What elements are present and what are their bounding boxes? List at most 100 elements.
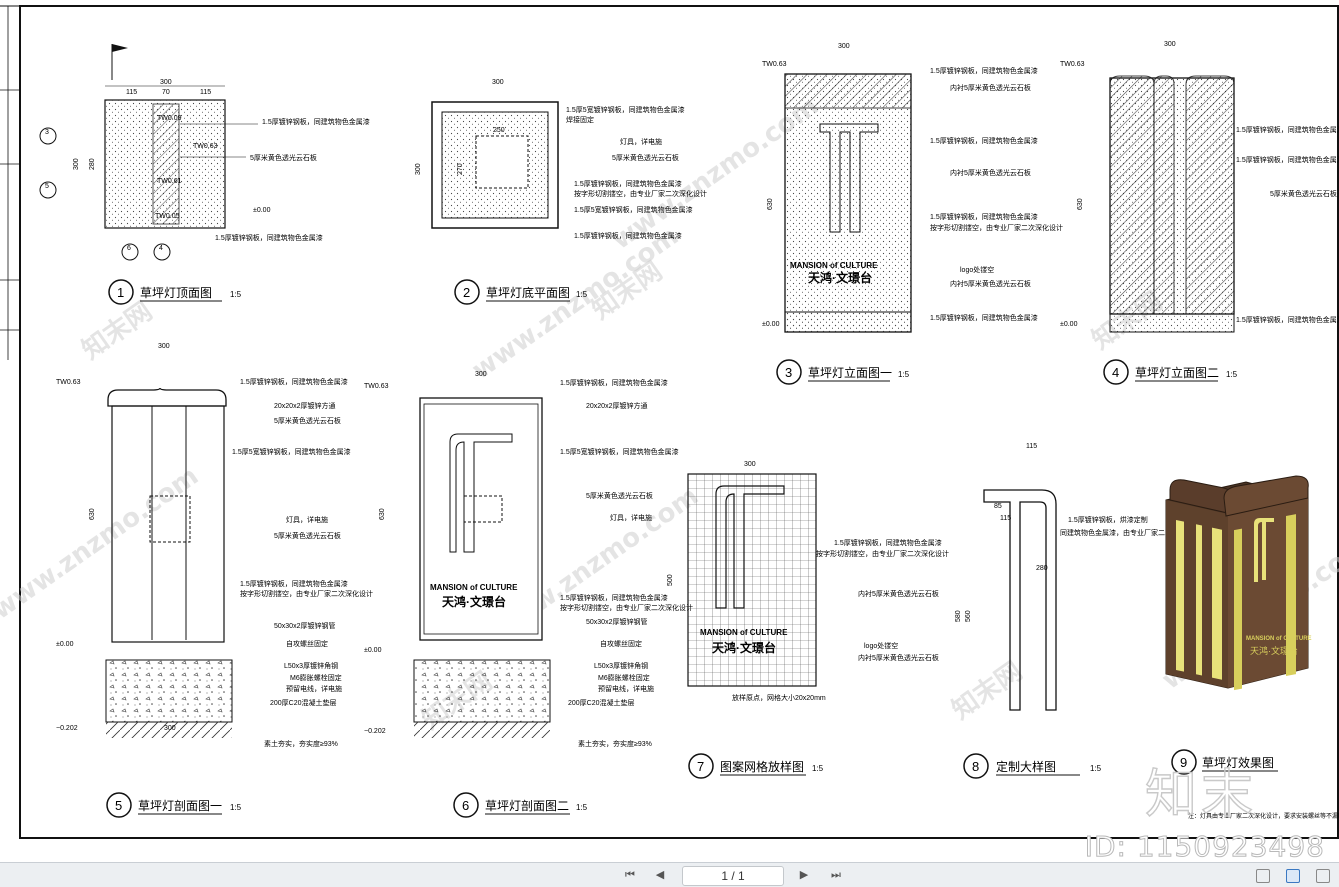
last-page-icon[interactable]: ⏭ <box>831 869 841 881</box>
note-text: 1.5厚5宽镀锌钢板，同建筑物色金属漆 <box>560 447 679 456</box>
fit-page-icon[interactable] <box>1256 869 1270 883</box>
fit-width-icon[interactable] <box>1286 869 1300 883</box>
dim-text: 630 <box>89 508 96 520</box>
note-text: 1.5厚镀锌钢板，同建筑物色金属漆 <box>1236 315 1339 324</box>
logo-text-cn: 天鸿·文璟台 <box>712 640 776 655</box>
note-text: 内衬5厚米黄色透光云石板 <box>950 279 1031 288</box>
svg-text:3: 3 <box>785 365 792 380</box>
note-text: 1.5厚镀锌钢板，同建筑物色金属漆 <box>574 231 682 240</box>
dim-text: 250 <box>493 127 505 134</box>
note-text: 1.5厚镀锌钢板，同建筑物色金属漆 <box>574 179 682 188</box>
note-text: 1.5厚镀锌钢板，同建筑物色金属漆 <box>215 233 323 242</box>
watermark-text: 知末网 <box>77 296 158 365</box>
note-text: 5厚米黄色透光云石板 <box>1270 189 1337 198</box>
title-8: 8 定制大样图 1:5 <box>963 753 1102 779</box>
note-text: 自攻螺丝固定 <box>600 639 642 648</box>
svg-text:5: 5 <box>115 798 122 813</box>
svg-text:1:5: 1:5 <box>898 370 910 379</box>
svg-text:草坪灯剖面图一: 草坪灯剖面图一 <box>138 799 222 813</box>
dim-text: 300 <box>160 79 172 86</box>
level-text: TW0.63 <box>56 379 81 386</box>
note-text: 内衬5厚米黄色透光云石板 <box>858 589 939 598</box>
note-text: 灯具，详电施 <box>286 515 328 524</box>
svg-text:1:5: 1:5 <box>1090 764 1102 773</box>
sheet-border <box>19 5 1339 839</box>
brand-watermark: 知末 <box>1144 764 1258 825</box>
watermark-text: www.znzmo.com <box>0 461 204 626</box>
dim-text: 630 <box>1077 198 1084 210</box>
drawing-8-detail: 115 85 115 280 580 560 1.5厚镀锌钢板，烘漆定制 同建筑… <box>955 443 1200 711</box>
note-text: 1.5厚镀锌钢板，同建筑物色金属漆 <box>930 136 1038 145</box>
svg-text:定制大样图: 定制大样图 <box>996 759 1056 774</box>
next-page-icon[interactable]: ▶ <box>799 869 809 881</box>
note-text: 按字形切割镂空，由专业厂家二次深化设计 <box>574 189 707 198</box>
drawing-1-top-plan: 300 115 70 115 300 280 TW0.09 TW0.63 TW0… <box>39 44 370 261</box>
svg-text:6: 6 <box>127 245 131 252</box>
svg-text:4: 4 <box>1112 365 1119 380</box>
note-text: 素土夯实，夯实度≥93% <box>578 739 652 748</box>
note-text: 1.5厚镀锌钢板，同建筑物色金属漆 <box>240 579 348 588</box>
svg-text:8: 8 <box>972 759 979 774</box>
level-text: ±0.00 <box>253 207 271 214</box>
first-page-icon[interactable]: ⏮ <box>625 869 635 881</box>
dim-text: 580 <box>955 610 962 622</box>
drawing-sheet: 知末网 www.znzmo.com www.znzmo.com 知末网 知末网 … <box>0 5 1339 839</box>
logo-text-en: MANSION of CULTURE <box>790 261 878 270</box>
drawing-3-elevation-1: MANSION of CULTURE 天鸿·文璟台 300 TW0.63 ±0.… <box>762 43 1063 333</box>
note-text: 20x20x2厚镀锌方通 <box>274 401 335 410</box>
note-text: L50x3厚镀锌角钢 <box>284 661 338 670</box>
svg-text:1: 1 <box>117 285 124 300</box>
note-text: 1.5厚5宽镀锌钢板，同建筑物色金属漆 <box>574 205 693 214</box>
note-text: 1.5厚镀锌钢板，同建筑物色金属漆 <box>262 117 370 126</box>
dim-text: 630 <box>379 508 386 520</box>
note-text: 同建筑物色金属漆，由专业厂家二次设计安装 <box>1060 528 1200 537</box>
dim-text: 500 <box>667 574 674 586</box>
svg-text:草坪灯剖面图二: 草坪灯剖面图二 <box>485 799 569 813</box>
logo-text-cn: 天鸿·文璟台 <box>1250 645 1298 656</box>
note-text: 内衬5厚米黄色透光云石板 <box>950 83 1031 92</box>
note-text: 5厚米黄色透光云石板 <box>586 491 653 500</box>
logo-text-cn: 天鸿·文璟台 <box>808 270 872 285</box>
svg-text:5: 5 <box>45 183 49 190</box>
note-text: 1.5厚镀锌钢板，烘漆定制 <box>1068 515 1148 524</box>
dim-text: 115 <box>200 89 211 96</box>
dim-text: 280 <box>1036 565 1048 572</box>
prev-page-icon[interactable]: ◀ <box>655 869 665 881</box>
drawing-9-rendering: MANSION of CULTURE 天鸿·文璟台 <box>1165 475 1312 691</box>
note-text: 1.5厚镀锌钢板，同建筑物色金属漆 <box>930 212 1038 221</box>
level-text: ±0.00 <box>364 647 382 654</box>
note-text: 50x30x2厚镀锌钢管 <box>586 617 647 626</box>
sheet-note: 注：灯具由专业厂家二次深化设计，要求安装螺丝等不漏明 <box>1188 812 1339 820</box>
rotate-icon[interactable] <box>1316 869 1330 883</box>
watermark-text: www.znzmo.com <box>467 221 684 386</box>
svg-text:草坪灯立面图一: 草坪灯立面图一 <box>808 365 892 380</box>
note-text: 1.5厚镀锌钢板，同建筑物色金属漆 <box>930 313 1038 322</box>
note-text: 1.5厚镀锌钢板，同建筑物色金属漆 <box>1236 125 1339 134</box>
drawing-4-elevation-2: 300 TW0.63 ±0.00 630 1.5厚镀锌钢板，同建筑物色金属漆 1… <box>1060 41 1339 333</box>
dim-text: 300 <box>838 43 850 50</box>
drawing-2-bottom-plan: 300 250 300 270 1.5厚5宽镀锌钢板，同建筑物色金属漆 焊接固定… <box>415 79 707 240</box>
svg-text:6: 6 <box>462 798 469 813</box>
note-text: 灯具，详电施 <box>620 137 662 146</box>
dim-text: 85 <box>994 503 1002 510</box>
dim-text: 300 <box>492 79 504 86</box>
page-indicator[interactable]: 1 / 1 <box>682 866 784 886</box>
dim-text: 300 <box>73 158 80 170</box>
note-text: 1.5厚镀锌钢板，同建筑物色金属漆 <box>930 66 1038 75</box>
dim-text: 300 <box>164 725 176 732</box>
note-text: 200厚C20混凝土垫层 <box>568 698 635 707</box>
note-text: 内衬5厚米黄色透光云石板 <box>950 168 1031 177</box>
note-text: 1.5厚镀锌钢板，同建筑物色金属漆 <box>560 593 668 602</box>
dim-text: 300 <box>158 343 170 350</box>
dim-text: 280 <box>89 158 96 170</box>
note-text: 1.5厚镀锌钢板，同建筑物色金属漆 <box>240 377 348 386</box>
dim-text: 300 <box>415 163 422 175</box>
logo-text-cn: 天鸿·文璟台 <box>442 594 506 609</box>
dim-text: 115 <box>1026 443 1037 450</box>
note-text: 20x20x2厚镀锌方通 <box>586 401 647 410</box>
level-text: TW0.05 <box>155 213 180 220</box>
dim-text: 300 <box>475 371 487 378</box>
